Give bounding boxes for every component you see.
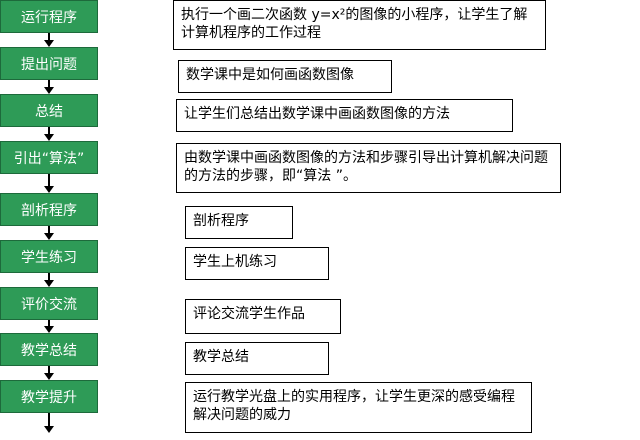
step-box-introduce-algorithm: 引出“算法” [0, 141, 98, 174]
description-text: 执行一个画二次函数 y=x²的图像的小程序，让学生了解计算机程序的工作过程 [181, 7, 528, 41]
description-teaching-improve: 运行教学光盘上的实用程序，让学生更深的感受编程解决问题的威力 [185, 382, 532, 433]
description-text: 学生上机练习 [193, 254, 277, 270]
step-box-student-practice: 学生练习 [0, 240, 98, 273]
flow-arrow [44, 366, 54, 380]
description-text: 由数学课中画函数图像的方法和步骤引导出计算机解决问题的方法的步骤，即“算法 ”。 [184, 150, 548, 184]
step-box-teaching-improve: 教学提升 [0, 380, 98, 413]
flow-arrow [44, 174, 54, 193]
step-box-pose-question: 提出问题 [0, 47, 98, 80]
description-text: 数学课中是如何画函数图像 [186, 67, 354, 83]
step-label: 引出“算法” [13, 150, 85, 167]
flow-arrow [44, 320, 54, 333]
step-label: 运行程序 [21, 9, 77, 26]
description-text: 评论交流学生作品 [193, 306, 305, 322]
step-box-teaching-summary: 教学总结 [0, 333, 98, 366]
step-box-evaluate-exchange: 评价交流 [0, 287, 98, 320]
step-label: 教学总结 [21, 342, 77, 359]
step-box-run-program: 运行程序 [0, 0, 98, 33]
flow-arrow [44, 33, 54, 47]
description-student-practice: 学生上机练习 [185, 247, 329, 280]
step-label: 教学提升 [21, 389, 77, 406]
description-analyze-program: 剖析程序 [185, 206, 293, 239]
step-label: 提出问题 [21, 56, 77, 73]
step-label: 总结 [35, 103, 63, 120]
flow-arrow [44, 413, 54, 433]
flow-arrow [44, 127, 54, 141]
step-label: 评价交流 [21, 296, 77, 313]
flow-arrow [44, 273, 54, 287]
description-text: 让学生们总结出数学课中画函数图像的方法 [184, 106, 450, 122]
description-text: 运行教学光盘上的实用程序，让学生更深的感受编程解决问题的威力 [193, 389, 515, 423]
step-label: 剖析程序 [21, 202, 77, 219]
flow-arrow [44, 226, 54, 240]
description-evaluate-exchange: 评论交流学生作品 [185, 299, 341, 334]
description-introduce-algorithm: 由数学课中画函数图像的方法和步骤引导出计算机解决问题的方法的步骤，即“算法 ”。 [176, 143, 561, 193]
step-label: 学生练习 [21, 249, 77, 266]
description-teaching-summary: 教学总结 [185, 342, 329, 375]
flow-arrow [44, 80, 54, 94]
step-box-analyze-program: 剖析程序 [0, 193, 98, 226]
description-text: 教学总结 [193, 349, 249, 365]
description-pose-question: 数学课中是如何画函数图像 [178, 60, 392, 93]
description-summary: 让学生们总结出数学课中画函数图像的方法 [176, 99, 513, 132]
description-text: 剖析程序 [193, 213, 249, 229]
step-box-summary: 总结 [0, 94, 98, 127]
description-run-program: 执行一个画二次函数 y=x²的图像的小程序，让学生了解计算机程序的工作过程 [173, 0, 546, 50]
